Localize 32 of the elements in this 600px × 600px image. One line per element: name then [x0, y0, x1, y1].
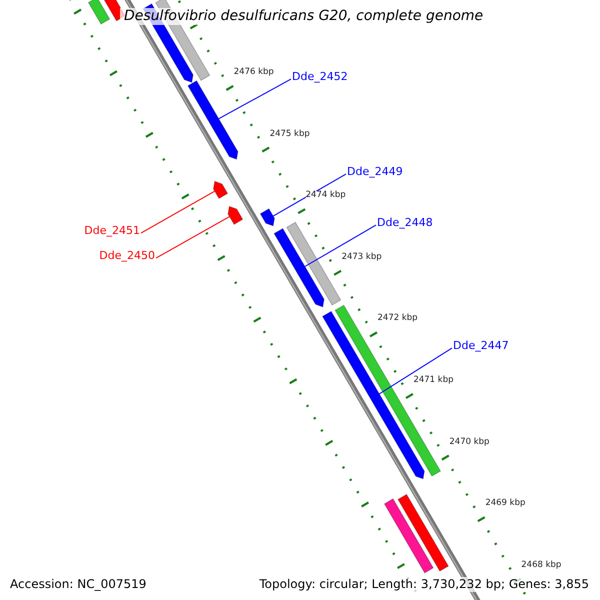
leader-line — [218, 78, 292, 120]
leader-line — [140, 190, 216, 234]
gene-label: Dde_2450 — [99, 250, 155, 262]
scale-label: 2468 kbp — [521, 560, 562, 570]
summary-text: Topology: circular; Length: 3,730,232 bp; Genes: 3,855 — [257, 577, 591, 592]
gene-label: Dde_2449 — [347, 166, 403, 178]
scale-label: 2472 kbp — [378, 314, 418, 324]
scale-label: 2470 kbp — [449, 438, 490, 447]
leader-line — [378, 348, 452, 394]
gene-feature — [88, 0, 110, 25]
gene-feature — [286, 222, 342, 306]
gene-label: Dde_2452 — [292, 71, 348, 84]
gene-feature — [274, 228, 325, 308]
gene-feature — [187, 80, 238, 160]
leader-line — [304, 224, 376, 267]
gene-feature — [384, 498, 434, 574]
scale-label: 2476 kbp — [234, 68, 274, 78]
scale-label: 2474 kbp — [306, 191, 346, 201]
leader-line — [156, 216, 230, 259]
gene-feature — [397, 494, 449, 572]
gene-label: Dde_2447 — [453, 340, 509, 352]
gene-label: Dde_2448 — [377, 217, 433, 230]
gene-label: Dde_2451 — [84, 225, 140, 238]
scale-label: 2469 kbp — [485, 499, 526, 509]
gene-feature — [212, 180, 228, 200]
scale-label: 2471 kbp — [413, 376, 454, 386]
leader-line — [272, 174, 346, 217]
gene-feature — [228, 206, 244, 225]
accession-text: Accession: NC_007519 — [8, 577, 148, 592]
scale-label: 2475 kbp — [270, 130, 310, 139]
scale-label: 2473 kbp — [342, 252, 382, 262]
gene-feature — [260, 208, 275, 226]
